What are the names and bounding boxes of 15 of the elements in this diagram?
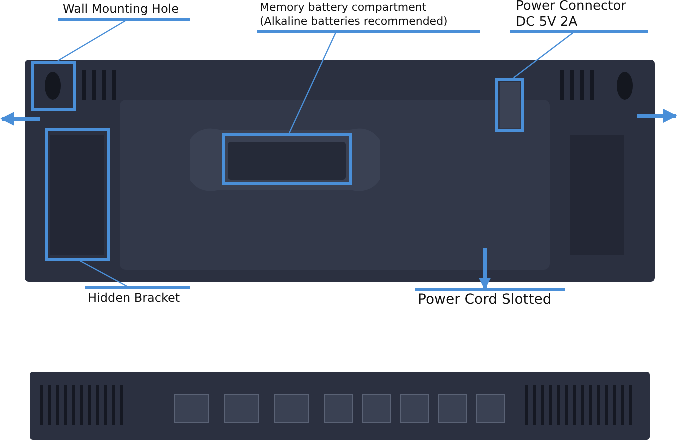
leader-line <box>58 20 126 62</box>
callout-label: Wall Mounting Hole <box>63 2 179 16</box>
callout-label: Power Cord Slotted <box>418 293 552 307</box>
highlight-frame <box>222 133 352 185</box>
leader-line <box>80 260 130 289</box>
highlight-frame <box>31 61 76 111</box>
callout-label: Hidden Bracket <box>88 291 180 305</box>
highlight-frame <box>45 128 110 261</box>
callout-label: Power Connector <box>516 0 626 14</box>
spec-label: DC 5V 2A <box>516 16 578 30</box>
arrow <box>479 248 492 290</box>
highlight-frame <box>495 78 524 132</box>
leader-line <box>513 32 574 78</box>
leader-line <box>289 32 336 134</box>
callout-label: Memory battery compartment (Alkaline batteries recommended) <box>260 1 449 29</box>
